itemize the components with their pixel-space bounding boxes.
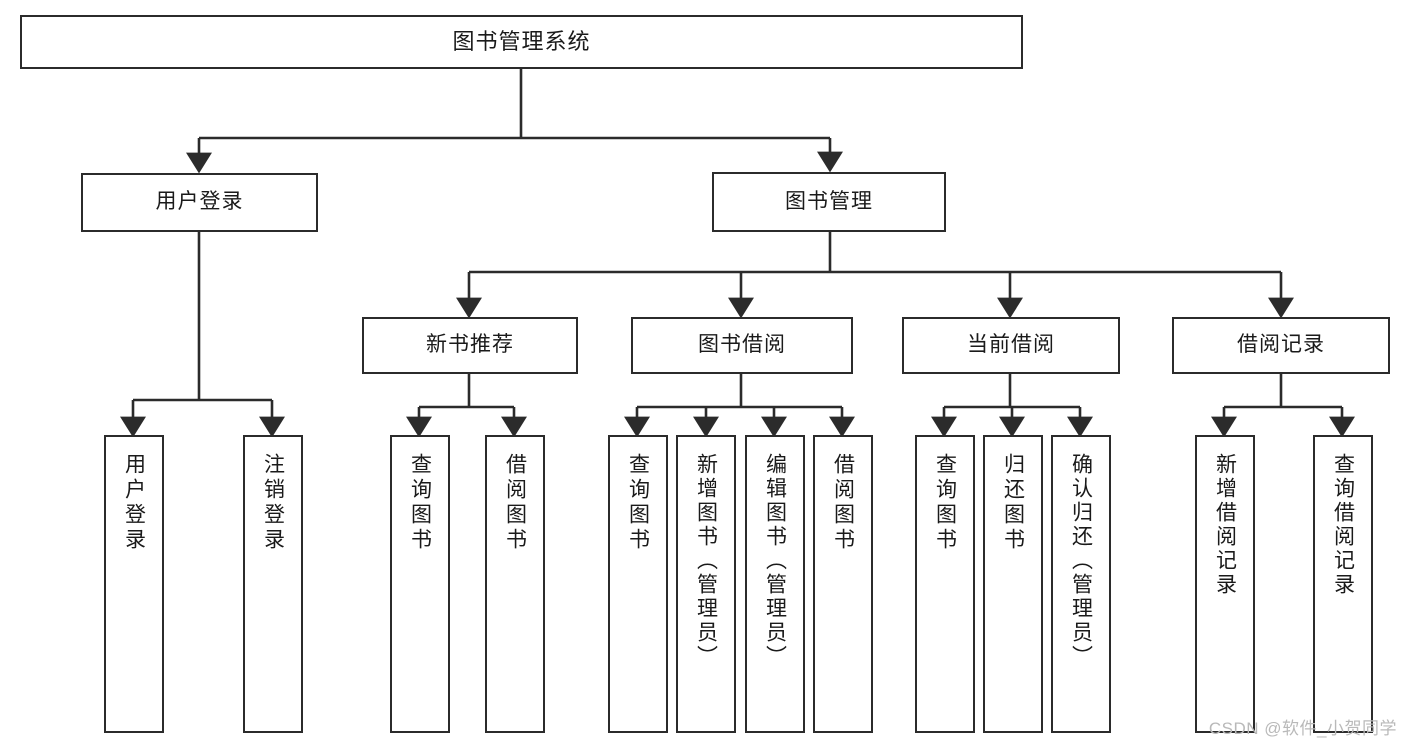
leaf-borrow-book-2[interactable]: 借阅图书 [813, 435, 873, 733]
leaf-query-record-label: 查询借阅记录 [1331, 453, 1355, 597]
leaf-return-book-label: 归还图书 [1001, 453, 1025, 553]
node-user-login[interactable]: 用户登录 [81, 173, 318, 232]
leaf-edit-book[interactable]: 编辑图书（管理员） [745, 435, 805, 733]
node-book-manage-label: 图书管理 [785, 189, 873, 213]
node-book-borrow[interactable]: 图书借阅 [631, 317, 853, 374]
leaf-user-login[interactable]: 用户登录 [104, 435, 164, 733]
leaf-query-book-3[interactable]: 查询图书 [915, 435, 975, 733]
leaf-add-record-label: 新增借阅记录 [1213, 453, 1237, 597]
node-borrow-record-label: 借阅记录 [1237, 333, 1325, 357]
leaf-logout-login-label: 注销登录 [261, 453, 285, 553]
node-new-book-recommend-label: 新书推荐 [426, 333, 514, 357]
node-root[interactable]: 图书管理系统 [20, 15, 1023, 69]
leaf-confirm-return-label: 确认归还（管理员） [1069, 453, 1093, 669]
leaf-query-book-2-label: 查询图书 [626, 453, 650, 553]
leaf-add-book[interactable]: 新增图书（管理员） [676, 435, 736, 733]
leaf-return-book[interactable]: 归还图书 [983, 435, 1043, 733]
node-current-borrow[interactable]: 当前借阅 [902, 317, 1120, 374]
node-new-book-recommend[interactable]: 新书推荐 [362, 317, 578, 374]
leaf-add-record[interactable]: 新增借阅记录 [1195, 435, 1255, 733]
leaf-user-login-label: 用户登录 [122, 453, 146, 553]
leaf-query-record[interactable]: 查询借阅记录 [1313, 435, 1373, 733]
node-current-borrow-label: 当前借阅 [967, 333, 1055, 357]
leaf-query-book-1[interactable]: 查询图书 [390, 435, 450, 733]
leaf-borrow-book-1-label: 借阅图书 [503, 453, 527, 553]
leaf-query-book-1-label: 查询图书 [408, 453, 432, 553]
leaf-borrow-book-1[interactable]: 借阅图书 [485, 435, 545, 733]
leaf-logout-login[interactable]: 注销登录 [243, 435, 303, 733]
leaf-edit-book-label: 编辑图书（管理员） [763, 453, 787, 669]
node-borrow-record[interactable]: 借阅记录 [1172, 317, 1390, 374]
node-book-borrow-label: 图书借阅 [698, 333, 786, 357]
leaf-borrow-book-2-label: 借阅图书 [831, 453, 855, 553]
leaf-add-book-label: 新增图书（管理员） [694, 453, 718, 669]
node-book-manage[interactable]: 图书管理 [712, 172, 946, 232]
node-user-login-label: 用户登录 [155, 190, 244, 214]
leaf-confirm-return[interactable]: 确认归还（管理员） [1051, 435, 1111, 733]
leaf-query-book-3-label: 查询图书 [933, 453, 957, 553]
node-root-label: 图书管理系统 [452, 29, 591, 55]
leaf-query-book-2[interactable]: 查询图书 [608, 435, 668, 733]
